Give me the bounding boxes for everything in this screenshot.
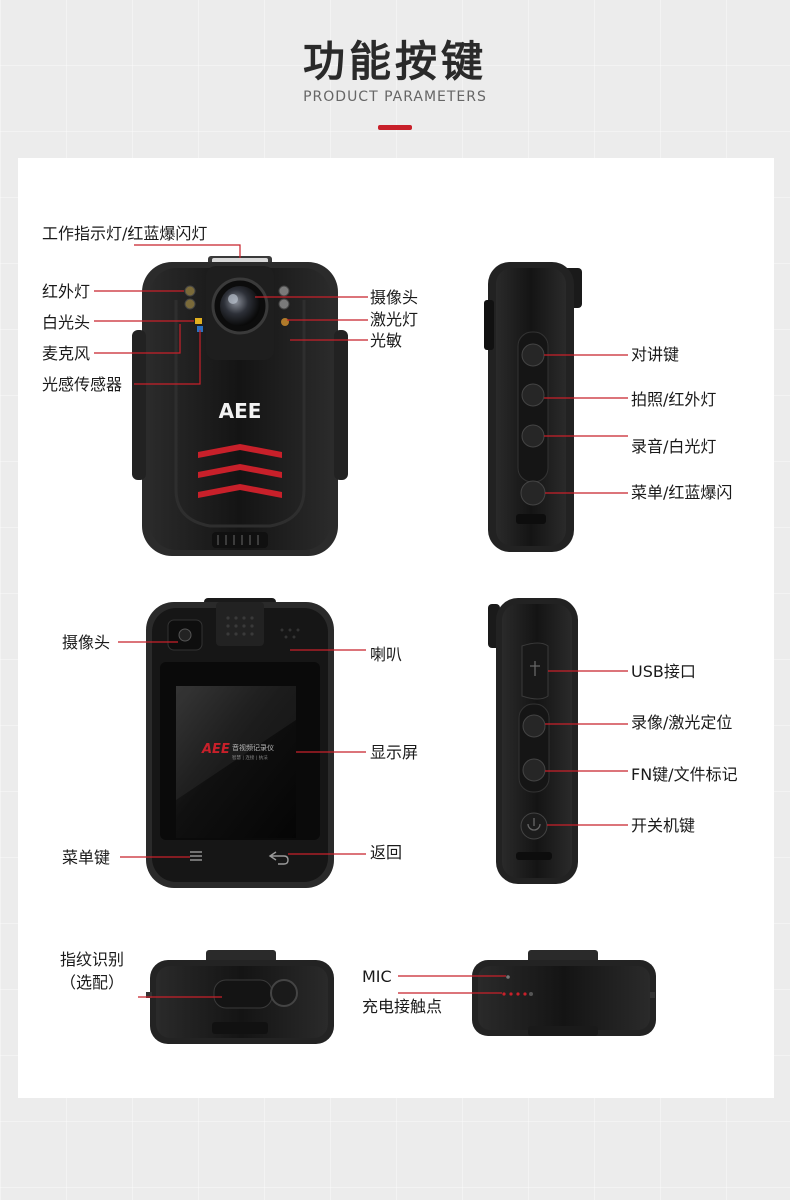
- label-display: 显示屏: [370, 743, 419, 762]
- label-charge-contacts: 充电接触点: [362, 997, 443, 1016]
- page-subtitle: PRODUCT PARAMETERS: [303, 89, 487, 105]
- label-power-key: 开关机键: [631, 816, 696, 835]
- menu-icon: [190, 851, 202, 861]
- screen-brand: AEE: [201, 742, 230, 757]
- label-usb: USB接口: [631, 662, 696, 681]
- screen-tagline: 智慧 | 连接 | 执法: [232, 754, 268, 761]
- label-ir-light: 红外灯: [42, 282, 91, 301]
- leader-lines: [94, 244, 628, 998]
- label-talk-key: 对讲键: [631, 345, 680, 364]
- label-fn-key: FN键/文件标记: [631, 765, 738, 784]
- label-microphone: 麦克风: [42, 344, 91, 363]
- label-speaker: 喇叭: [370, 645, 403, 664]
- label-back-key: 返回: [370, 843, 403, 862]
- bottom-device: [146, 950, 334, 1044]
- label-photosensitive: 光敏: [370, 331, 403, 350]
- side-device-buttons: [484, 262, 582, 552]
- label-video-laser: 录像/激光定位: [631, 713, 733, 732]
- side-device-ports: [488, 598, 578, 884]
- label-photo-ir: 拍照/红外灯: [631, 390, 717, 409]
- front-logo: AEE: [219, 399, 262, 423]
- page-title: 功能按键: [302, 37, 487, 86]
- label-menu-key: 菜单键: [62, 848, 111, 867]
- label-white-light: 白光头: [42, 313, 91, 332]
- back-arrow-icon: [268, 851, 289, 865]
- label-laser: 激光灯: [370, 310, 419, 329]
- front-device: AEE: [132, 256, 348, 556]
- label-light-sensor: 光感传感器: [42, 375, 123, 394]
- top-device: [472, 950, 656, 1036]
- label-mic: MIC: [362, 967, 392, 986]
- label-indicator-light: 工作指示灯/红蓝爆闪灯: [42, 224, 208, 243]
- screen-product-name: 音视频记录仪: [232, 743, 274, 752]
- label-fingerprint: 指纹识别: [60, 950, 125, 969]
- label-fingerprint-note: （选配）: [60, 973, 125, 992]
- label-record-white: 录音/白光灯: [631, 437, 717, 456]
- label-front-camera: 摄像头: [370, 288, 419, 307]
- back-device: AEE 音视频记录仪 智慧 | 连接 | 执法: [146, 598, 334, 888]
- title-accent-bar: [378, 125, 412, 130]
- label-back-camera: 摄像头: [62, 633, 111, 652]
- label-menu-flash: 菜单/红蓝爆闪: [631, 483, 733, 502]
